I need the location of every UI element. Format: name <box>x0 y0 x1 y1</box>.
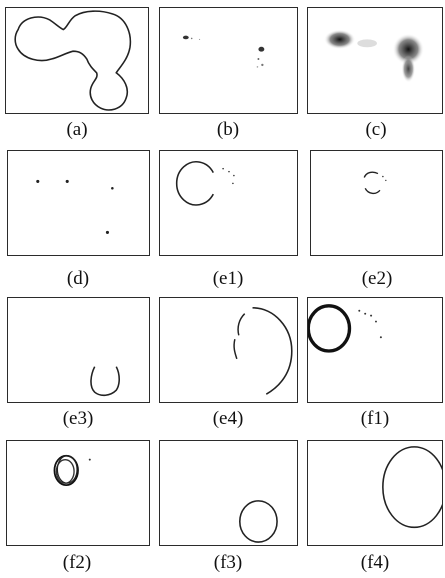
panel-f3 <box>159 440 298 546</box>
caption-b: (b) <box>188 120 268 140</box>
caption-e3: (e3) <box>38 409 118 429</box>
contour-f4-image <box>308 441 442 545</box>
caption-f3: (f3) <box>188 553 268 573</box>
panel-d <box>7 150 150 256</box>
panel-a <box>5 7 149 114</box>
panel-f1 <box>307 297 443 403</box>
contour-e3-image <box>8 298 149 402</box>
contour-e4-image <box>160 298 297 402</box>
caption-e4: (e4) <box>188 409 268 429</box>
caption-c: (c) <box>336 120 416 140</box>
contour-e2-image <box>311 151 442 255</box>
panel-e2 <box>310 150 443 256</box>
panel-f2 <box>6 440 150 546</box>
panel-e4 <box>159 297 298 403</box>
caption-f2: (f2) <box>37 553 117 573</box>
sparse-blobs-image <box>160 8 297 113</box>
caption-e1: (e1) <box>188 269 268 289</box>
contour-f2-image <box>7 441 149 545</box>
panel-e3 <box>7 297 150 403</box>
contour-f3-image <box>160 441 297 545</box>
panel-b <box>159 7 298 114</box>
contour-e1-image <box>160 151 297 255</box>
panel-c <box>307 7 443 114</box>
seed-points-image <box>8 151 149 255</box>
caption-e2: (e2) <box>337 269 417 289</box>
caption-a: (a) <box>37 120 117 140</box>
density-blobs-image <box>308 8 442 113</box>
caption-d: (d) <box>38 269 118 289</box>
panel-f4 <box>307 440 443 546</box>
caption-f4: (f4) <box>335 553 415 573</box>
caption-f1: (f1) <box>335 409 415 429</box>
contour-f1-image <box>308 298 442 402</box>
panel-e1 <box>159 150 298 256</box>
blob-outline-image <box>6 8 148 113</box>
